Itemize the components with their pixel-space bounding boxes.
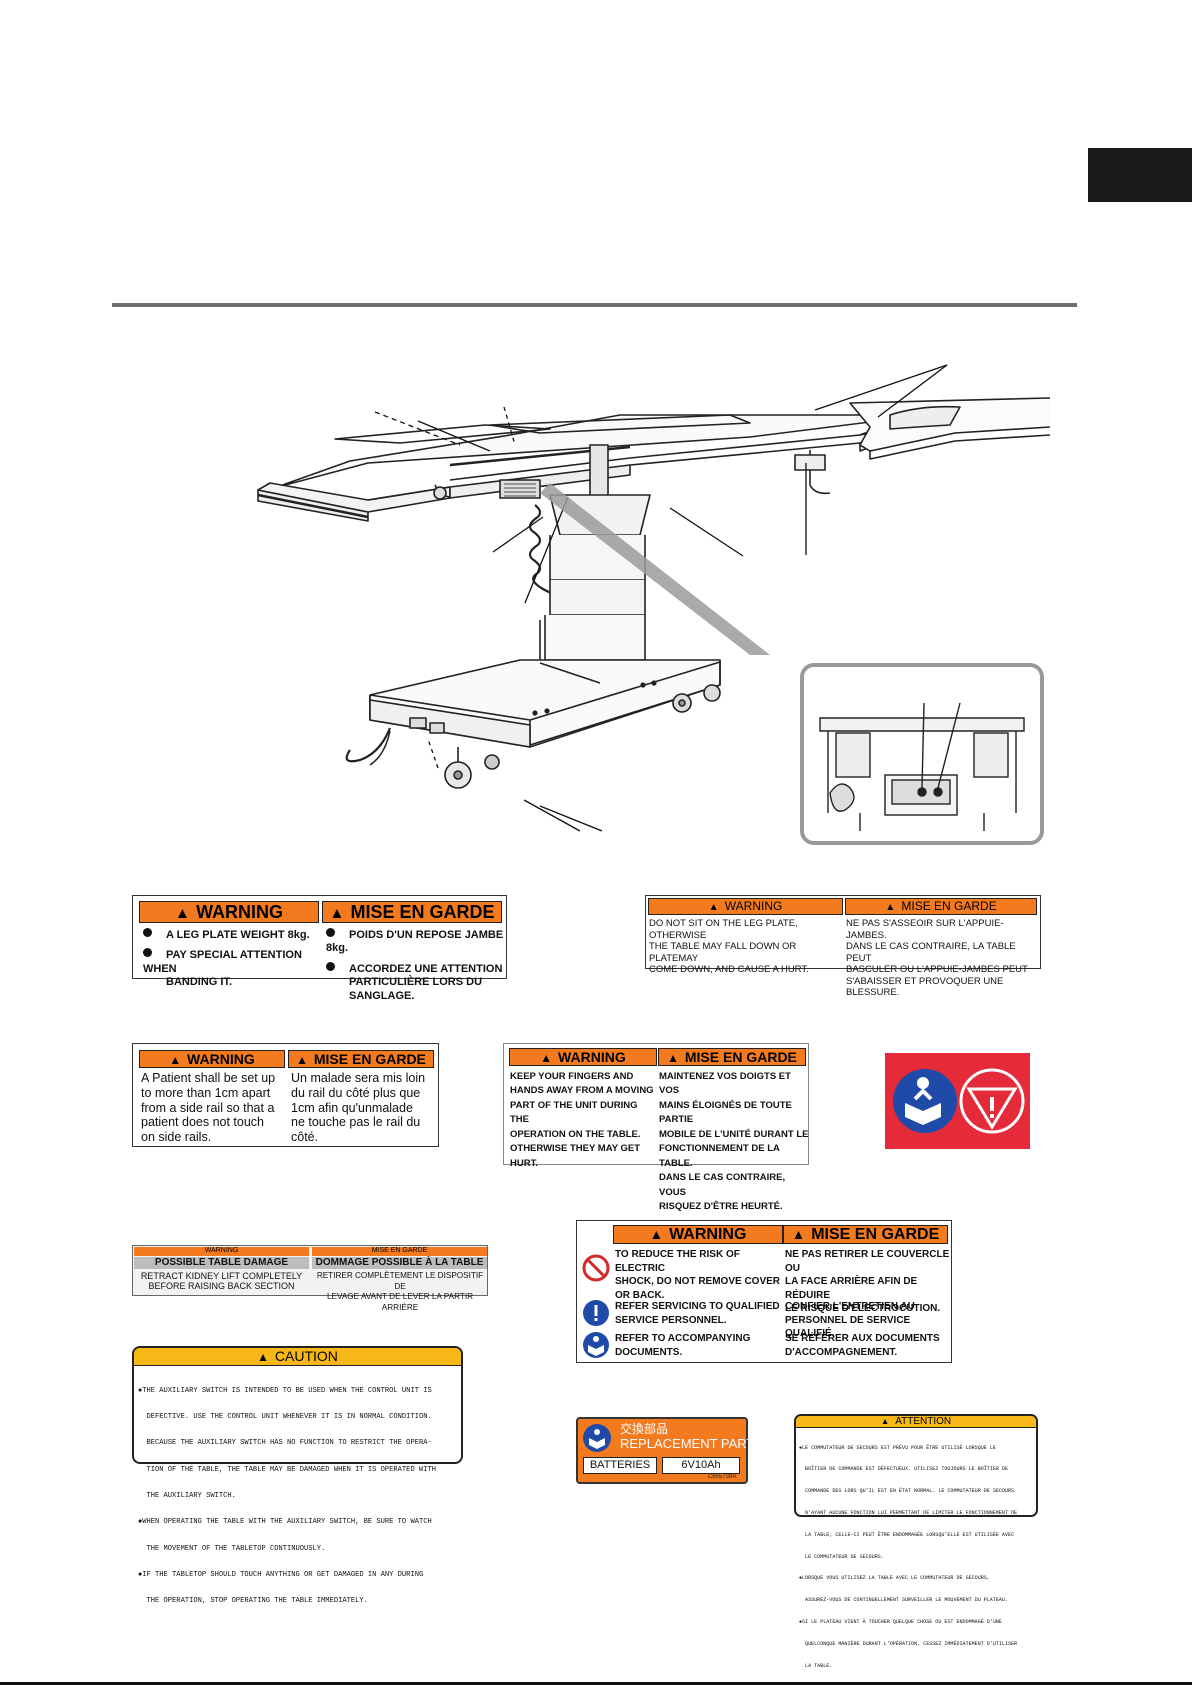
warning-triangle-icon: ▲ bbox=[708, 902, 719, 913]
warning-header: ▲WARNING bbox=[139, 901, 319, 923]
label-leg-plate-weight: ▲WARNING ▲MISE EN GARDE A LEG PLATE WEIG… bbox=[132, 895, 507, 1002]
section-rule bbox=[112, 303, 1077, 307]
label-attention: ▲ATTENTION ●LE COMMUTATEUR DE SECOURS ES… bbox=[794, 1414, 1038, 1669]
mandatory-info-icon bbox=[583, 1300, 609, 1326]
label-replacement-part: 交換部品 REPLACEMENT PART BATTERIES 6V10Ah C… bbox=[576, 1417, 754, 1484]
label-caution: ▲CAUTION ●THE AUXILIARY SWITCH IS INTEND… bbox=[132, 1346, 463, 1605]
warning-triangle-icon: ▲ bbox=[257, 1350, 269, 1364]
operating-table-illustration bbox=[257, 364, 1050, 832]
label-side-rail: ▲WARNING ▲MISE EN GARDE A Patient shall … bbox=[132, 1043, 439, 1147]
warning-triangle-icon: ▲ bbox=[296, 1053, 308, 1067]
label-electric-shock: ▲WARNING ▲MISE EN GARDE TO REDUCE THE RI… bbox=[576, 1220, 952, 1363]
mise-header: ▲MISE EN GARDE bbox=[322, 901, 502, 923]
warning-triangle-icon: ▲ bbox=[329, 905, 345, 922]
warning-triangle-icon: ▲ bbox=[667, 1051, 679, 1065]
label-table-damage: WARNING MISE EN GARDE POSSIBLE TABLE DAM… bbox=[132, 1245, 488, 1312]
symbol-label-red bbox=[885, 1053, 1030, 1149]
page-bottom-rule bbox=[0, 1682, 1192, 1685]
warning-triangle-icon: ▲ bbox=[649, 1227, 664, 1242]
read-manual-icon bbox=[583, 1424, 611, 1452]
warning-triangle-icon: ▲ bbox=[791, 1227, 806, 1242]
no-access-icon bbox=[582, 1254, 610, 1282]
warning-triangle-icon: ▲ bbox=[174, 905, 191, 922]
warning-triangle-icon: ▲ bbox=[885, 902, 896, 913]
chapter-tab-marker bbox=[1088, 148, 1192, 202]
refer-documents-icon bbox=[583, 1332, 609, 1358]
label-fingers: ▲WARNING ▲MISE EN GARDE KEEP YOUR FINGER… bbox=[503, 1043, 809, 1212]
warning-triangle-icon: ▲ bbox=[169, 1053, 182, 1067]
warning-triangle-icon: ▲ bbox=[540, 1051, 553, 1065]
warning-triangle-icon: ▲ bbox=[880, 1416, 890, 1426]
connector-zoom-inset bbox=[800, 663, 1044, 845]
label-leg-plate-sit: ▲WARNING ▲MISE EN GARDE DO NOT SIT ON TH… bbox=[645, 895, 1041, 998]
read-manual-icon bbox=[893, 1069, 957, 1133]
emergency-stop-icon bbox=[959, 1068, 1025, 1134]
